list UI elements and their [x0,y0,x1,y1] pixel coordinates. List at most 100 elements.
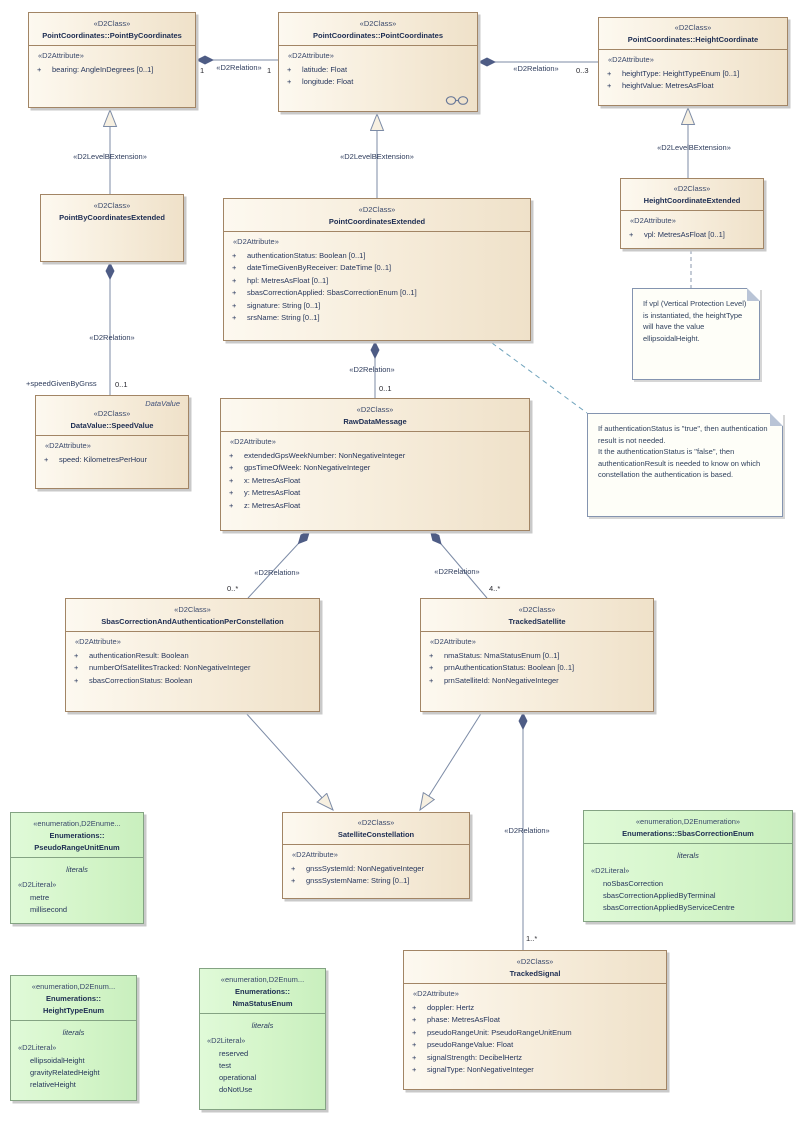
literal: operational [219,1073,257,1082]
multiplicity-label: 0..3 [576,66,589,75]
attribute: +sbasCorrectionStatus: Boolean [74,675,193,685]
literal: reserved [219,1049,249,1058]
attribute: +nmaStatus: NmaStatusEnum [0..1] [429,651,560,660]
class-header: «D2Class» HeightCoordinateExtended [621,179,763,210]
stereotype-label: «D2Class» [516,957,554,966]
stereotype-label: «D2Class» [673,184,711,193]
class-point-by-coordinates-extended[interactable]: «D2Class» PointByCoordinatesExtended [40,194,184,262]
literal: gravityRelatedHeight [30,1068,100,1077]
attribute-compartment: «D2Attribute» +gnssSystemId: NonNegative… [283,844,469,891]
attribute-compartment: «D2Attribute» +vpl: MetresAsFloat [0..1] [621,210,763,244]
class-point-coordinates-extended[interactable]: «D2Class» PointCoordinatesExtended «D2At… [223,198,531,341]
attribute: +y: MetresAsFloat [229,488,301,498]
composition-raw-sbasconstellation [247,530,311,599]
class-name: PointCoordinates::PointByCoordinates [42,31,182,40]
generalization-sbas-satelliteconstellation [244,711,333,810]
enum-name: HeightTypeEnum [42,1006,105,1015]
literal-stereotype: «D2Literal» [18,1043,57,1052]
note-authentication-status[interactable]: If authenticationStatus is "true", then … [587,413,783,517]
class-raw-data-message[interactable]: «D2Class» RawDataMessage «D2Attribute» +… [220,398,530,531]
relation-label: «D2Relation» [349,365,395,374]
literal: test [219,1061,232,1070]
class-point-coordinates[interactable]: «D2Class» PointCoordinates::PointCoordin… [278,12,478,112]
class-speed-value[interactable]: DataValue «D2Class» DataValue::SpeedValu… [35,395,189,489]
attribute-stereotype: «D2Attribute» [430,637,476,646]
class-header: «D2Class» PointCoordinates::PointByCoord… [29,13,195,45]
class-height-coordinate-extended[interactable]: «D2Class» HeightCoordinateExtended «D2At… [620,178,764,249]
multiplicity-label: 4..* [489,584,501,593]
keyword-label: DataValue [145,399,180,408]
stereotype-label: «enumeration,D2Enume... [33,819,121,828]
attribute: +dateTimeGivenByReceiver: DateTime [0..1… [232,263,392,273]
attribute: +pseudoRangeValue: Float [412,1040,514,1050]
class-tracked-signal[interactable]: «D2Class» TrackedSignal «D2Attribute» +d… [403,950,667,1090]
class-point-by-coordinates[interactable]: «D2Class» PointCoordinates::PointByCoord… [28,12,196,108]
enum-height-type[interactable]: «enumeration,D2Enum... Enumerations:: He… [10,975,137,1101]
class-header: DataValue «D2Class» DataValue::SpeedValu… [36,396,188,435]
attribute-stereotype: «D2Attribute» [38,51,84,60]
enum-sbas-correction[interactable]: «enumeration,D2Enumeration» Enumerations… [583,810,793,922]
stereotype-label: «D2Class» [358,205,396,214]
literals-section-label: literals [677,851,699,860]
literal-stereotype: «D2Literal» [207,1036,246,1045]
attribute: +sbasCorrectionApplied: SbasCorrectionEn… [232,288,417,298]
attribute-compartment: «D2Attribute» +bearing: AngleInDegrees [… [29,45,195,79]
literal: sbasCorrectionAppliedByServiceCentre [603,903,735,912]
stereotype-label: «D2Class» [93,201,131,210]
attribute: +doppler: Hertz [412,1003,475,1012]
class-header: «D2Class» SbasCorrectionAndAuthenticatio… [66,599,319,631]
attribute-stereotype: «D2Attribute» [45,441,91,450]
stereotype-label: «D2Class» [174,605,211,614]
attribute: +latitude: Float [287,65,348,74]
enum-pseudo-range-unit[interactable]: «enumeration,D2Enume... Enumerations:: P… [10,812,144,924]
class-height-coordinate[interactable]: «D2Class» PointCoordinates::HeightCoordi… [598,17,788,106]
enum-header: «enumeration,D2Enumeration» Enumerations… [584,811,792,843]
class-header: «D2Class» RawDataMessage [221,399,529,431]
attribute-compartment: «D2Attribute» +authenticationStatus: Boo… [224,231,530,327]
relation-label: «D2Relation» [89,333,135,342]
class-header: «D2Class» PointCoordinatesExtended [224,199,530,231]
relation-label: «D2Relation» [504,826,550,835]
class-satellite-constellation[interactable]: «D2Class» SatelliteConstellation «D2Attr… [282,812,470,899]
enum-header: «enumeration,D2Enume... Enumerations:: P… [11,813,143,857]
enum-nma-status[interactable]: «enumeration,D2Enum... Enumerations:: Nm… [199,968,326,1110]
attribute: +prnSatelliteId: NonNegativeInteger [429,675,559,685]
multiplicity-label: 0..1 [379,384,392,393]
class-name: SatelliteConstellation [337,830,415,839]
class-name: PointCoordinates::HeightCoordinate [627,35,759,44]
relation-label: «D2LevelBExtension» [73,152,147,161]
attribute-compartment: «D2Attribute» +extendedGpsWeekNumber: No… [221,431,529,515]
attribute-stereotype: «D2Attribute» [608,55,654,64]
class-sbas-correction-per-constellation[interactable]: «D2Class» SbasCorrectionAndAuthenticatio… [65,598,320,712]
relation-label: «D2LevelBExtension» [340,152,414,161]
literals-section-label: literals [62,1028,85,1037]
note-vpl[interactable]: If vpl (Vertical Protection Level) is in… [632,288,760,380]
relation-label: «D2Relation» [434,567,480,576]
attribute: +authenticationStatus: Boolean [0..1] [232,251,366,260]
stereotype-label: «D2Class» [357,818,395,827]
stereotype-label: «enumeration,D2Enum... [220,975,305,984]
literal-compartment: literals «D2Literal» metre millisecond [11,857,143,919]
enum-name: Enumerations:: [49,831,105,840]
class-header: «D2Class» TrackedSignal [404,951,666,983]
attribute: +vpl: MetresAsFloat [0..1] [629,230,725,239]
attribute: +signalType: NonNegativeInteger [412,1065,534,1075]
role-label: +speedGivenByGnss [26,379,97,388]
literal: relativeHeight [30,1080,76,1089]
literal: doNotUse [219,1085,253,1094]
generalization-trackedsatellite-satelliteconstellation [420,711,483,810]
literal: noSbasCorrection [603,879,664,888]
attribute: +gnssSystemName: String [0..1] [291,876,410,886]
composition-raw-trackedsatellite [429,530,488,599]
class-tracked-satellite[interactable]: «D2Class» TrackedSatellite «D2Attribute»… [420,598,654,712]
enum-header: «enumeration,D2Enum... Enumerations:: He… [11,976,136,1020]
attribute: +heightValue: MetresAsFloat [607,81,714,91]
stereotype-label: «D2Class» [93,19,131,28]
class-header: «D2Class» PointCoordinates::HeightCoordi… [599,18,787,49]
class-name: SbasCorrectionAndAuthenticationPerConste… [101,617,284,626]
attribute: +gpsTimeOfWeek: NonNegativeInteger [229,463,371,473]
class-header: «D2Class» PointByCoordinatesExtended [41,195,183,227]
enum-name: Enumerations::SbasCorrectionEnum [622,829,754,838]
class-name: PointCoordinates::PointCoordinates [313,31,443,40]
